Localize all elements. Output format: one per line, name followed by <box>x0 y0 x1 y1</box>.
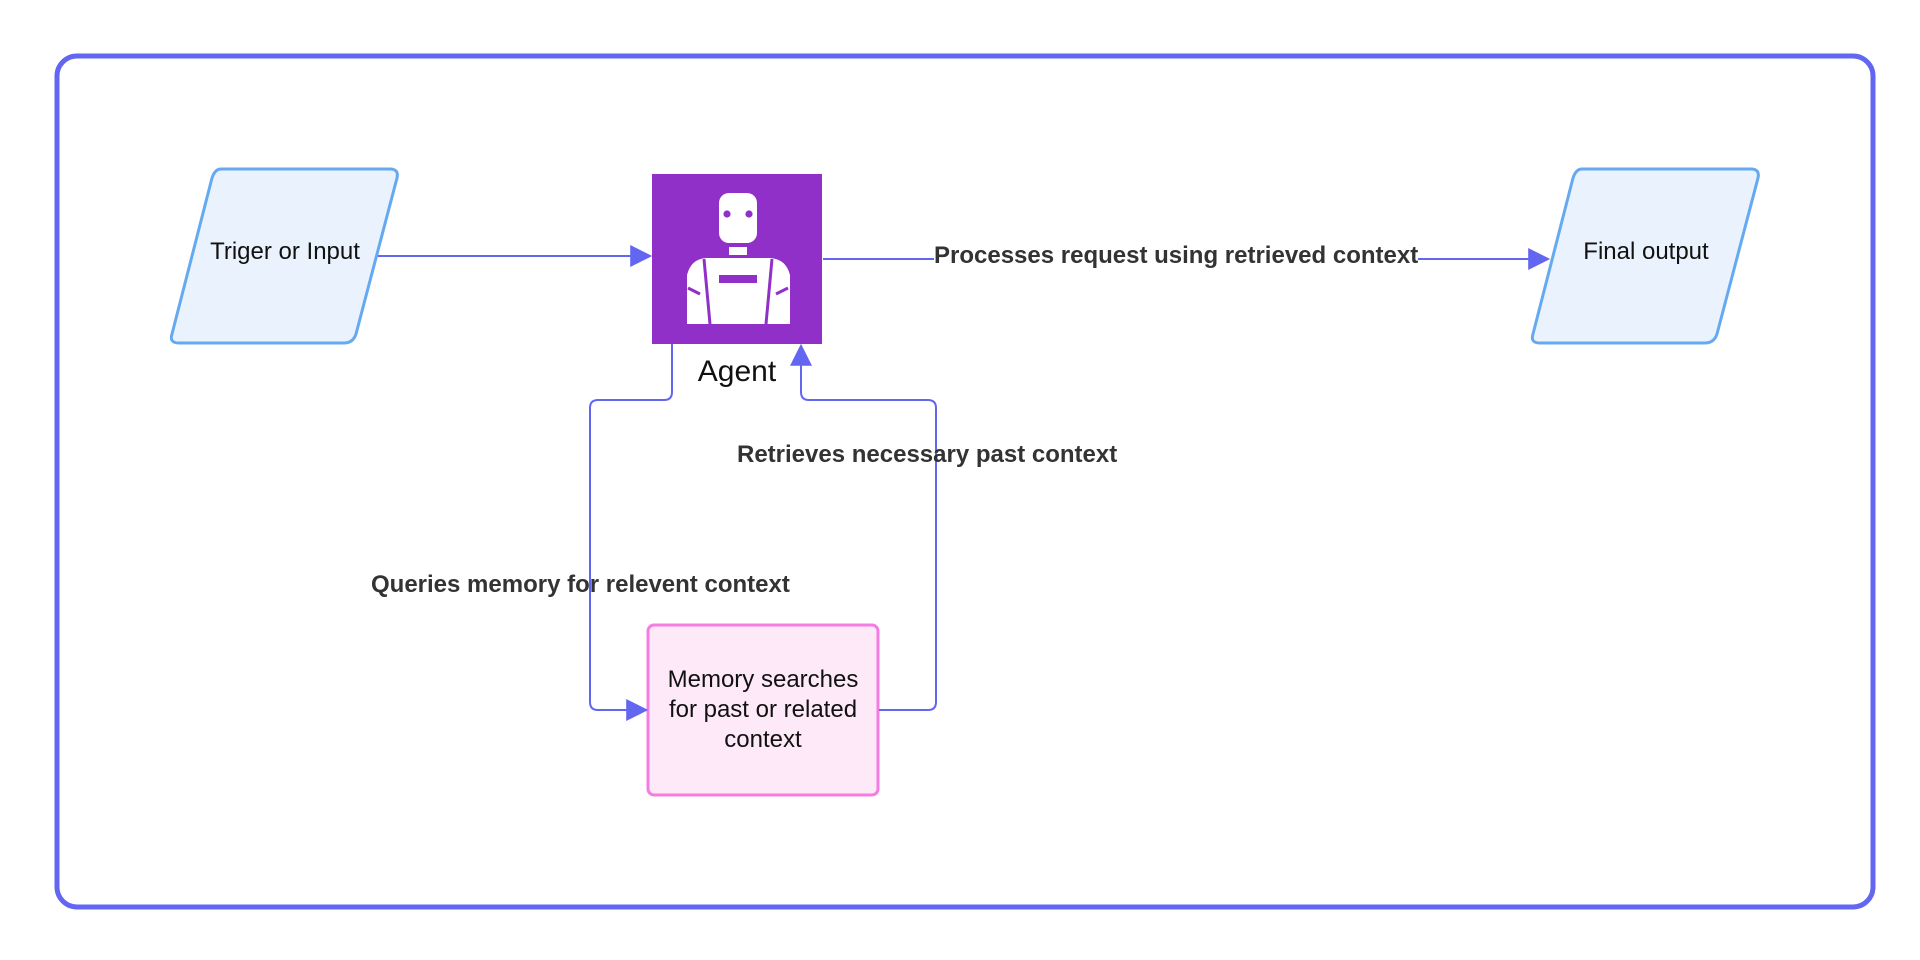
edge-memory-to-agent <box>790 343 937 711</box>
robot-icon <box>687 193 790 325</box>
edge-label-agent-to-output: Processes request using retrieved contex… <box>934 242 1419 270</box>
edge-label-agent-to-memory: Queries memory for relevent context <box>371 571 790 598</box>
input-node-label: Triger or Input <box>210 238 360 265</box>
input-node-shape[interactable] <box>169 167 399 345</box>
output-node-shape[interactable] <box>1530 167 1760 345</box>
output-node-label: Final output <box>1583 238 1709 265</box>
diagram-frame <box>54 53 1876 910</box>
memory-node-label: Memory searches for past or related cont… <box>667 666 859 753</box>
edge-label-memory-to-agent: Retrieves necessary past context <box>737 441 1118 468</box>
edge-agent-to-memory <box>589 344 673 721</box>
agent-node-label: Agent <box>697 355 777 388</box>
